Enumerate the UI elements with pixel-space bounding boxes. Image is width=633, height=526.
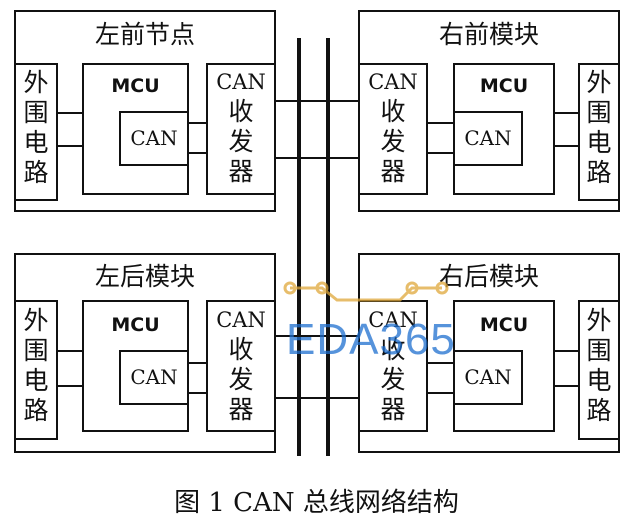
right-rear-module-title: 右后模块 bbox=[438, 262, 539, 291]
right-front-transceiver-label: CAN 收发器 bbox=[368, 70, 418, 186]
left-rear-peripheral-circuit bbox=[14, 300, 58, 440]
can-bus-line-high bbox=[297, 38, 301, 456]
right-rear-bus-stub-1 bbox=[299, 335, 358, 337]
left-rear-module-title: 左后模块 bbox=[94, 262, 195, 291]
left-front-can-transceiver bbox=[206, 63, 276, 195]
right-rear-transceiver-label: CAN 收发器 bbox=[368, 308, 418, 424]
right-rear-bus-stub-2 bbox=[328, 397, 358, 399]
left-front-bus-stub-1 bbox=[276, 100, 299, 102]
left-rear-transceiver-label: CAN 收发器 bbox=[216, 308, 266, 424]
right-front-mcu-periph-wire-2 bbox=[555, 145, 578, 147]
right-front-peripheral-circuit bbox=[578, 63, 620, 201]
right-front-trans-can-wire-1 bbox=[428, 122, 453, 124]
left-front-periph-mcu-wire-2 bbox=[58, 145, 82, 147]
right-rear-mcu-label: MCU bbox=[479, 314, 529, 336]
left-front-mcu-label: MCU bbox=[111, 75, 160, 97]
right-front-trans-can-wire-2 bbox=[428, 152, 453, 154]
right-front-module-title: 右前模块 bbox=[438, 20, 539, 49]
right-rear-mcu-periph-wire-2 bbox=[555, 385, 578, 387]
left-rear-can-label: CAN bbox=[130, 365, 178, 389]
left-rear-can-transceiver bbox=[206, 300, 276, 432]
left-front-periph-mcu-wire-1 bbox=[58, 112, 82, 114]
right-front-bus-stub-1 bbox=[299, 100, 358, 102]
left-front-transceiver-label: CAN 收发器 bbox=[216, 70, 266, 186]
left-rear-can-trans-wire-1 bbox=[189, 362, 206, 364]
left-rear-bus-stub-1 bbox=[276, 335, 299, 337]
right-front-can-controller bbox=[453, 111, 523, 166]
left-front-peripheral-circuit bbox=[14, 63, 58, 201]
right-front-can-label: CAN bbox=[464, 126, 512, 150]
left-front-node-title: 左前节点 bbox=[94, 20, 195, 49]
right-front-peripheral-label: 外围电路 bbox=[586, 68, 612, 187]
left-rear-periph-mcu-wire-1 bbox=[58, 350, 82, 352]
left-front-peripheral-label: 外围电路 bbox=[23, 68, 49, 187]
watermark-trace-icon bbox=[290, 286, 442, 302]
right-front-mcu-label: MCU bbox=[479, 75, 529, 97]
right-rear-can-controller bbox=[453, 350, 523, 405]
left-front-can-controller bbox=[119, 111, 189, 166]
watermark-text: EDA365 bbox=[286, 315, 456, 362]
left-rear-bus-stub-2 bbox=[276, 397, 328, 399]
can-bus-line-low bbox=[326, 38, 330, 456]
figure-caption: 图 1 CAN 总线网络结构 bbox=[174, 488, 459, 518]
right-front-mcu-periph-wire-1 bbox=[555, 112, 578, 114]
left-rear-can-controller bbox=[119, 350, 189, 405]
left-rear-can-trans-wire-2 bbox=[189, 392, 206, 394]
right-rear-peripheral-circuit bbox=[578, 300, 620, 440]
left-rear-mcu-label: MCU bbox=[111, 314, 160, 336]
right-rear-trans-can-wire-2 bbox=[428, 392, 453, 394]
right-rear-trans-can-wire-1 bbox=[428, 362, 453, 364]
right-rear-can-transceiver bbox=[358, 300, 428, 432]
left-front-can-trans-wire-1 bbox=[189, 122, 206, 124]
left-rear-peripheral-label: 外围电路 bbox=[23, 306, 49, 425]
right-front-bus-stub-2 bbox=[328, 157, 358, 159]
eda365-watermark-logo: EDA365 bbox=[283, 281, 456, 362]
right-front-can-transceiver bbox=[358, 63, 428, 195]
left-front-can-trans-wire-2 bbox=[189, 152, 206, 154]
right-rear-can-label: CAN bbox=[464, 365, 512, 389]
right-rear-mcu-periph-wire-1 bbox=[555, 350, 578, 352]
left-front-can-label: CAN bbox=[130, 126, 178, 150]
right-rear-peripheral-label: 外围电路 bbox=[586, 306, 612, 425]
left-rear-periph-mcu-wire-2 bbox=[58, 385, 82, 387]
left-front-bus-stub-2 bbox=[276, 157, 328, 159]
